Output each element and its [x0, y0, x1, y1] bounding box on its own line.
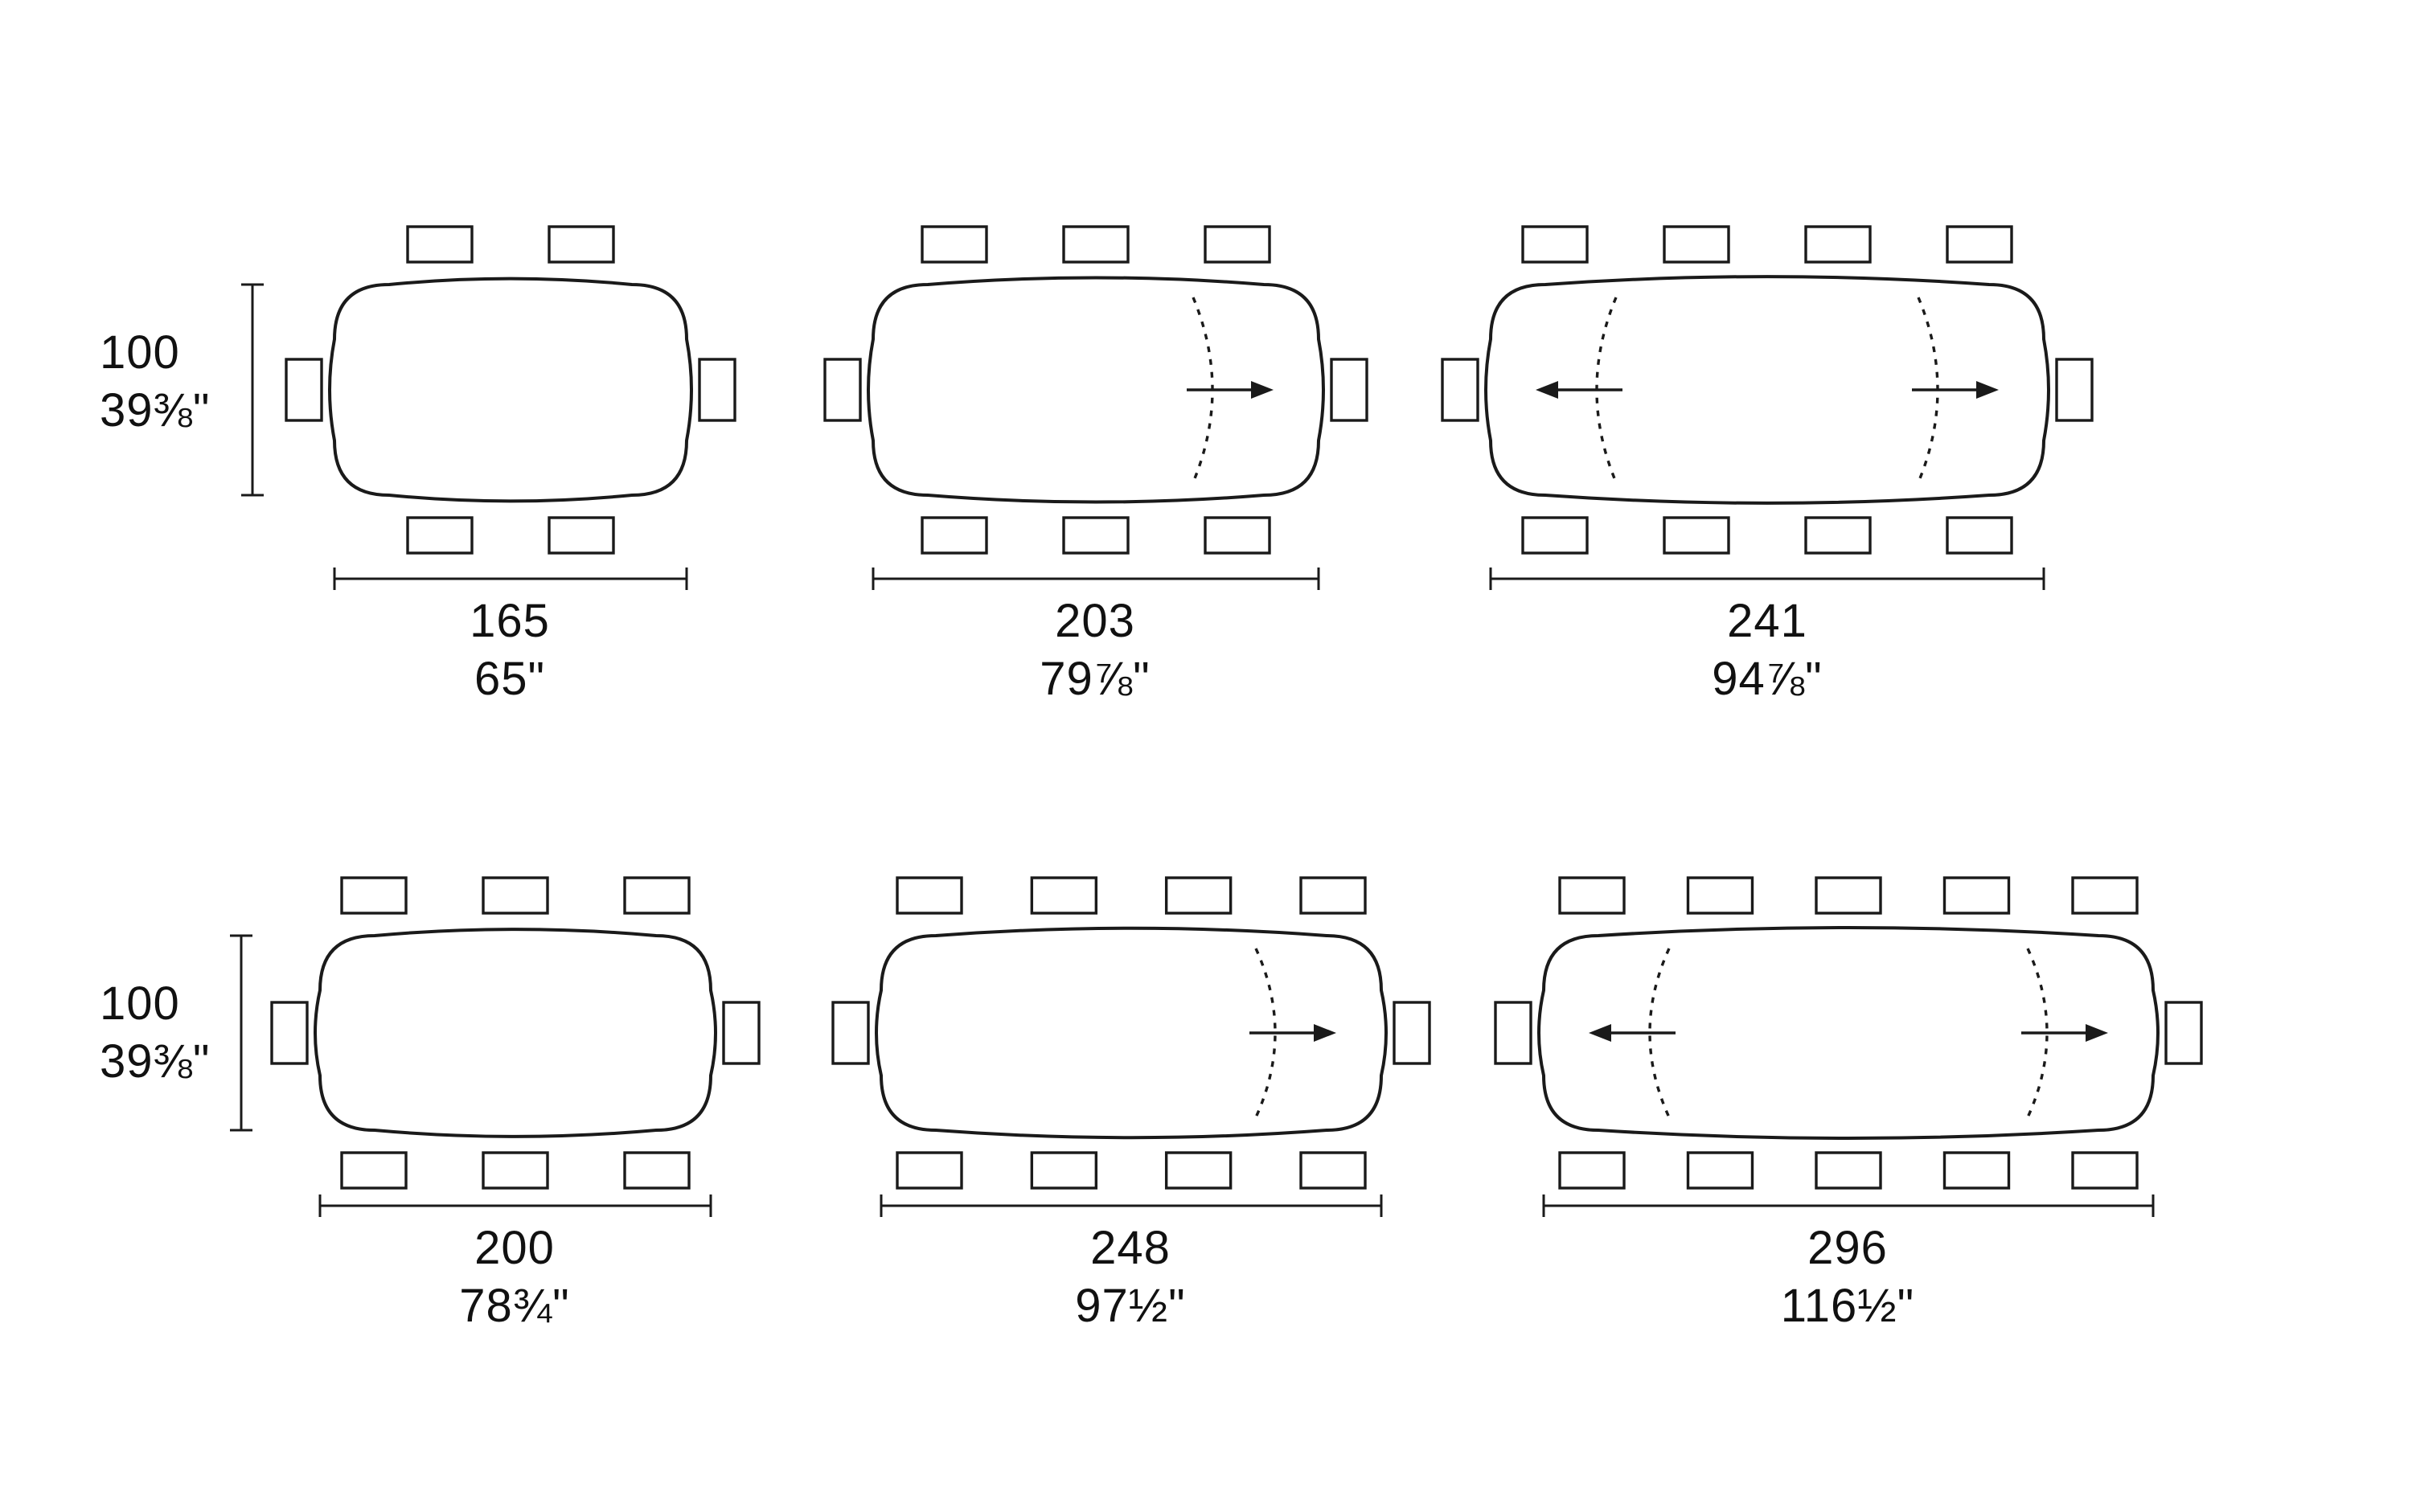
- chair-top: [623, 876, 691, 915]
- chair-top: [896, 876, 963, 915]
- tabletop-outline: [328, 277, 693, 503]
- chair-top: [340, 876, 408, 915]
- chair-bottom: [1204, 516, 1271, 555]
- chair-top: [1686, 876, 1754, 915]
- chair-bottom: [1663, 516, 1730, 555]
- chair-top: [1164, 876, 1233, 915]
- chair-right-end: [1330, 358, 1368, 422]
- chair-bottom: [921, 516, 988, 555]
- width-label-cm: 296: [1807, 1223, 1888, 1275]
- chair-top: [406, 225, 474, 264]
- chair-left-end: [270, 1001, 309, 1065]
- width-label-in: 97½": [1075, 1281, 1186, 1333]
- chair-bottom: [548, 516, 615, 555]
- chair-top: [1946, 225, 2013, 264]
- chair-left-end: [1441, 358, 1479, 422]
- depth-value-in: 39⅜": [100, 386, 211, 437]
- width-label-in: 94⅞": [1712, 654, 1823, 706]
- chair-bottom: [1299, 1151, 1367, 1190]
- chair-left-end: [823, 358, 862, 422]
- tabletop-outline: [1537, 926, 2160, 1140]
- depth-label: 100 39⅜": [100, 976, 211, 1092]
- chair-top: [548, 225, 615, 264]
- extension-arrowhead: [1251, 381, 1274, 399]
- chair-bottom: [1521, 516, 1589, 555]
- extension-arrowhead: [2086, 1024, 2108, 1042]
- chair-bottom: [1946, 516, 2013, 555]
- extension-arrowhead: [1976, 381, 1999, 399]
- width-label-cm: 200: [474, 1223, 555, 1275]
- chair-top: [1558, 876, 1626, 915]
- tabletop-outline: [867, 276, 1325, 504]
- chair-bottom: [1164, 1151, 1233, 1190]
- chair-top: [1030, 876, 1098, 915]
- chair-bottom: [1686, 1151, 1754, 1190]
- width-label-cm: 241: [1727, 596, 1807, 648]
- chair-top: [921, 225, 988, 264]
- chair-bottom: [1815, 1151, 1882, 1190]
- chair-top: [1804, 225, 1872, 264]
- tabletop-outline: [1484, 275, 2050, 505]
- chair-top: [1299, 876, 1367, 915]
- depth-value-cm: 100: [100, 979, 180, 1031]
- chair-bottom: [340, 1151, 408, 1190]
- chair-top: [1815, 876, 1882, 915]
- chair-top: [1062, 225, 1130, 264]
- extension-arrowhead: [1589, 1024, 1611, 1042]
- chair-top: [482, 876, 549, 915]
- depth-label: 100 39⅜": [100, 325, 211, 440]
- chair-bottom: [482, 1151, 549, 1190]
- chair-top: [1521, 225, 1589, 264]
- chair-bottom: [1804, 516, 1872, 555]
- chair-top: [1204, 225, 1271, 264]
- chair-bottom: [1942, 1151, 2011, 1190]
- tabletop-outline: [875, 926, 1388, 1140]
- width-label-in: 116½": [1780, 1281, 1915, 1333]
- chair-right-end: [1393, 1001, 1431, 1065]
- chair-bottom: [623, 1151, 691, 1190]
- chair-top: [1663, 225, 1730, 264]
- chair-bottom: [2071, 1151, 2139, 1190]
- chair-left-end: [285, 358, 323, 422]
- width-label-cm: 248: [1090, 1223, 1171, 1275]
- chair-left-end: [831, 1001, 870, 1065]
- chair-bottom: [896, 1151, 963, 1190]
- width-label-cm: 165: [470, 596, 550, 648]
- chair-left-end: [1494, 1001, 1532, 1065]
- chair-right-end: [722, 1001, 761, 1065]
- depth-value-in: 39⅜": [100, 1037, 211, 1088]
- extension-arrowhead: [1314, 1024, 1336, 1042]
- chair-bottom: [1558, 1151, 1626, 1190]
- tabletop-outline: [314, 928, 717, 1138]
- chair-bottom: [406, 516, 474, 555]
- width-label-in: 65": [474, 654, 546, 706]
- width-label-cm: 203: [1055, 596, 1135, 648]
- depth-value-cm: 100: [100, 328, 180, 379]
- chair-bottom: [1030, 1151, 1098, 1190]
- chair-top: [2071, 876, 2139, 915]
- chair-right-end: [698, 358, 736, 422]
- width-label-in: 78¾": [459, 1281, 570, 1333]
- chair-right-end: [2164, 1001, 2203, 1065]
- chair-right-end: [2055, 358, 2094, 422]
- chair-bottom: [1062, 516, 1130, 555]
- extension-arrowhead: [1536, 381, 1558, 399]
- chair-top: [1942, 876, 2011, 915]
- width-label-in: 79⅞": [1040, 654, 1151, 706]
